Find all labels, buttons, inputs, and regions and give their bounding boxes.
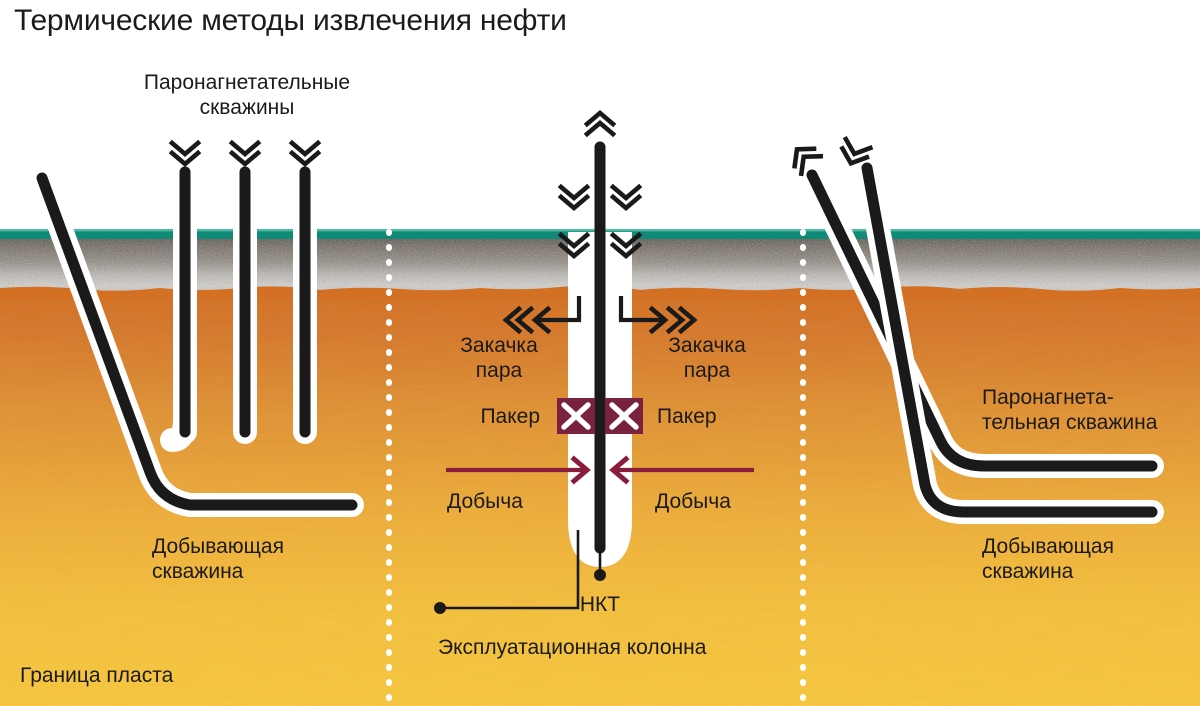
right-injection-well-casing bbox=[806, 169, 1158, 472]
label-producing-well-left: Добывающая скважина bbox=[152, 535, 284, 583]
label-production-casing: Эксплуатационная колонна bbox=[438, 636, 707, 659]
leader-tubing bbox=[594, 548, 606, 581]
leader-production-casing bbox=[434, 530, 580, 614]
left-well-group bbox=[30, 143, 364, 517]
packer-left bbox=[557, 398, 595, 434]
label-producing-well-right: Добывающая скважина bbox=[982, 535, 1114, 583]
steam-injection-arrow-right bbox=[618, 296, 698, 335]
production-arrow-left bbox=[446, 455, 591, 485]
leader-dot-tubing bbox=[594, 569, 606, 581]
label-steam-injection-right: Закачка пара bbox=[668, 334, 746, 382]
label-reservoir-boundary: Граница пласта bbox=[20, 664, 174, 687]
leader-dot-casing bbox=[434, 602, 446, 614]
label-steam-injection-left: Закачка пара bbox=[460, 334, 538, 382]
label-steam-injection-well-right: Паронагнета- тельная скважина bbox=[982, 386, 1158, 434]
label-packer-right: Пакер bbox=[657, 405, 717, 428]
center-well-group bbox=[434, 113, 754, 614]
packer-right bbox=[605, 398, 643, 434]
label-packer-left: Пакер bbox=[480, 405, 540, 428]
label-production-right: Добыча bbox=[655, 490, 731, 513]
reservoir-boundary-lines bbox=[386, 229, 806, 706]
label-production-left: Добыча bbox=[447, 490, 523, 513]
steam-injection-arrow-left bbox=[502, 296, 582, 335]
page-title: Термические методы извлечения нефти bbox=[14, 4, 567, 37]
label-tubing-nkt: НКТ bbox=[579, 593, 621, 616]
left-producing-well-casing bbox=[36, 172, 358, 511]
left-injection-well-1 bbox=[160, 160, 197, 452]
right-producing-well-casing bbox=[861, 162, 1158, 518]
right-well-group bbox=[787, 139, 1164, 524]
production-arrow-right bbox=[609, 455, 754, 485]
label-steam-injection-wells: Паронагнетательные скважины bbox=[143, 71, 351, 119]
